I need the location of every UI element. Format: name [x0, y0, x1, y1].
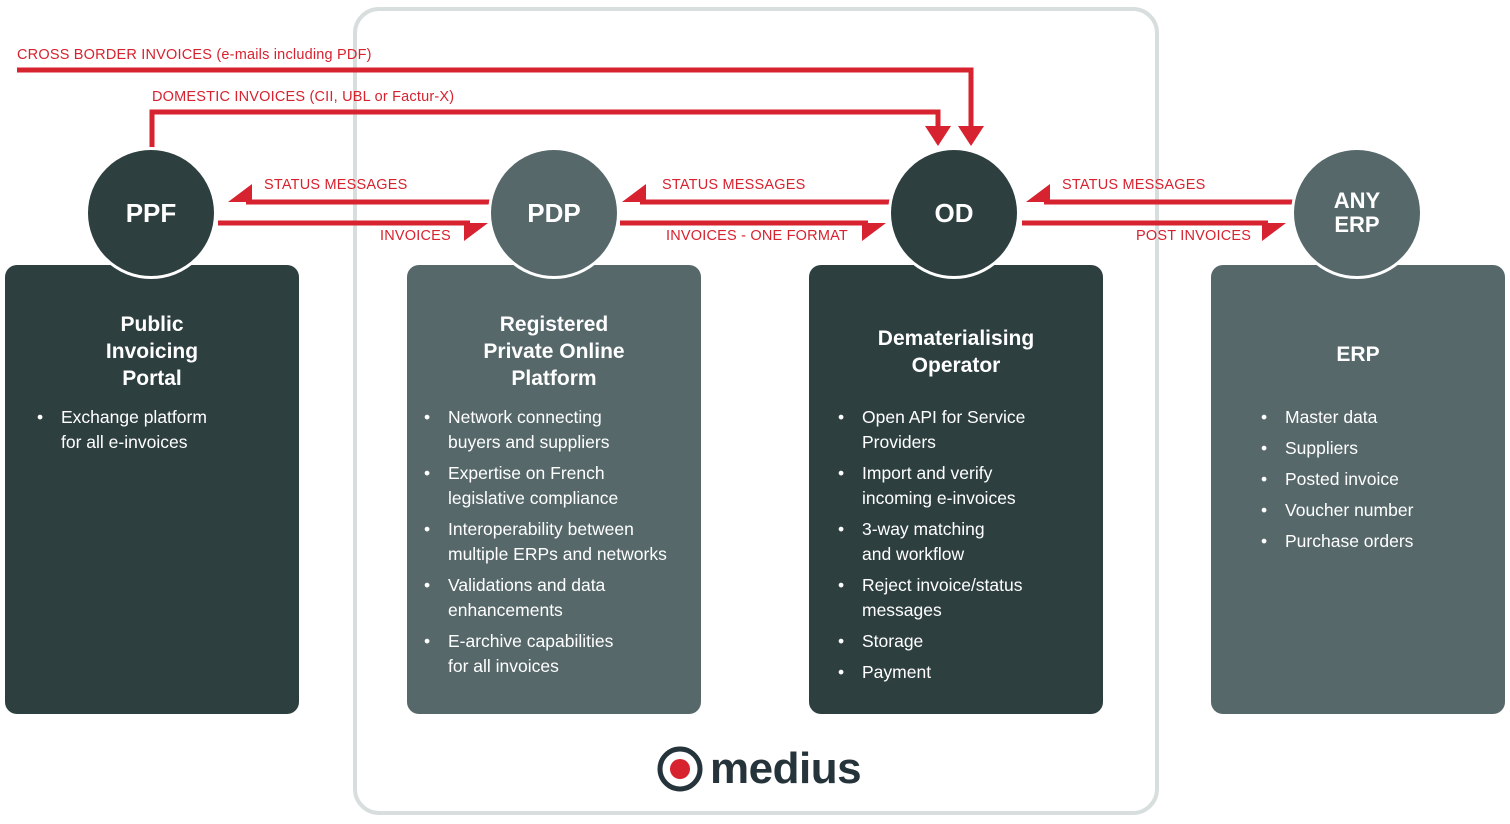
item-line: Master data [1285, 407, 1378, 427]
item-line: Suppliers [1285, 438, 1358, 458]
invoices-pdp-arrowhead [862, 223, 886, 241]
invoices-ppf-label: INVOICES [380, 228, 451, 244]
cross-border-arrowhead [958, 126, 984, 146]
title-line: Invoicing [105, 340, 199, 363]
list-item: • Validations and data enhancements [424, 573, 667, 623]
item-line: 3-way matching [862, 519, 985, 539]
list-item: • Suppliers [1261, 436, 1413, 461]
list-item: • Master data [1261, 405, 1413, 430]
erp-card-title: ERP [1211, 341, 1505, 368]
list-item: • Exchange platform for all e-invoices [37, 405, 207, 455]
ppf-card: Public Invoicing Portal • Exchange platf… [5, 265, 299, 714]
status-pdp-label: STATUS MESSAGES [662, 177, 806, 193]
title-line: Registered [499, 313, 609, 336]
title-line: ERP [1336, 343, 1380, 366]
item-line: enhancements [448, 600, 563, 620]
post-invoices-arrowhead [1262, 223, 1286, 241]
item-line: for all e-invoices [61, 432, 188, 452]
list-item: • Import and verify incoming e-invoices [838, 461, 1025, 511]
list-item: • 3-way matching and workflow [838, 517, 1025, 567]
list-item: • Purchase orders [1261, 529, 1413, 554]
item-line: Storage [862, 631, 924, 651]
list-item: • Network connecting buyers and supplier… [424, 405, 667, 455]
erp-node: ANY ERP [1291, 147, 1423, 279]
invoices-ppf-arrowhead [464, 223, 488, 241]
item-line: Reject invoice/status [862, 575, 1023, 595]
status-pdp-arrowhead [622, 184, 646, 202]
item-line: Open API for Service [862, 407, 1026, 427]
post-invoices-label: POST INVOICES [1136, 228, 1252, 244]
list-item: • Voucher number [1261, 498, 1413, 523]
item-line: for all invoices [448, 656, 559, 676]
title-line: Operator [911, 354, 1001, 377]
item-line: buyers and suppliers [448, 432, 610, 452]
pdp-card-title: Registered Private Online Platform [407, 311, 701, 392]
node-label: ANY [1333, 188, 1381, 213]
item-line: multiple ERPs and networks [448, 544, 667, 564]
node-label: OD [934, 198, 974, 228]
cross-border-label: CROSS BORDER INVOICES (e-mails including… [17, 47, 372, 63]
item-line: Validations and data [448, 575, 606, 595]
item-line: and workflow [862, 544, 965, 564]
title-line: Private Online [483, 340, 625, 363]
item-line: Purchase orders [1285, 531, 1414, 551]
ppf-feature-list: • Exchange platform for all e-invoices [37, 405, 207, 455]
item-line: messages [862, 600, 942, 620]
list-item: • Expertise on French legislative compli… [424, 461, 667, 511]
domestic-label: DOMESTIC INVOICES (CII, UBL or Factur-X) [152, 89, 455, 105]
item-line: incoming e-invoices [862, 488, 1016, 508]
node-label: PPF [125, 198, 177, 228]
item-line: Import and verify [862, 463, 993, 483]
erp-card: ERP • Master data • Suppliers • Posted i… [1211, 265, 1505, 714]
domestic-arrowhead [925, 126, 951, 146]
list-item: • Posted invoice [1261, 467, 1413, 492]
list-item: • Payment [838, 660, 1025, 685]
node-label: ERP [1334, 212, 1380, 237]
od-card-title: Dematerialising Operator [809, 325, 1103, 379]
list-item: • Open API for Service Providers [838, 405, 1025, 455]
ppf-node: PPF [85, 147, 217, 279]
status-od-arrowhead [1026, 184, 1050, 202]
status-od-label: STATUS MESSAGES [1062, 177, 1206, 193]
medius-logo: medius [656, 743, 862, 795]
od-card: Dematerialising Operator • Open API for … [809, 265, 1103, 714]
title-line: Dematerialising [877, 327, 1035, 350]
list-item: • Storage [838, 629, 1025, 654]
node-label: PDP [527, 198, 581, 228]
od-node: OD [888, 147, 1020, 279]
od-feature-list: • Open API for Service Providers • Impor… [838, 405, 1025, 685]
status-ppf-arrowhead [228, 184, 252, 202]
item-line: legislative compliance [448, 488, 619, 508]
item-line: Exchange platform [61, 407, 207, 427]
item-line: Voucher number [1285, 500, 1414, 520]
item-line: Network connecting [448, 407, 602, 427]
medius-scope-frame [353, 7, 1159, 815]
invoices-pdp-label: INVOICES - ONE FORMAT [666, 228, 848, 244]
medius-logo-text: medius [710, 744, 862, 793]
item-line: Providers [862, 432, 936, 452]
cross-border-arrow-line [17, 67, 974, 128]
item-line: Payment [862, 662, 932, 682]
list-item: • Reject invoice/status messages [838, 573, 1025, 623]
item-line: Posted invoice [1285, 469, 1399, 489]
pdp-feature-list: • Network connecting buyers and supplier… [424, 405, 667, 679]
title-line: Public [120, 313, 184, 336]
item-line: Expertise on French [448, 463, 605, 483]
pdp-card: Registered Private Online Platform • Net… [407, 265, 701, 714]
list-item: • Interoperability between multiple ERPs… [424, 517, 667, 567]
erp-feature-list: • Master data • Suppliers • Posted invoi… [1261, 405, 1413, 554]
title-line: Portal [122, 367, 182, 390]
item-line: E-archive capabilities [448, 631, 614, 651]
medius-logo-icon [657, 746, 703, 792]
domestic-arrow-line [149, 109, 941, 148]
ppf-card-title: Public Invoicing Portal [5, 311, 299, 392]
pdp-node: PDP [488, 147, 620, 279]
list-item: • E-archive capabilities for all invoice… [424, 629, 667, 679]
title-line: Platform [511, 367, 597, 390]
item-line: Interoperability between [448, 519, 634, 539]
status-ppf-label: STATUS MESSAGES [264, 177, 408, 193]
